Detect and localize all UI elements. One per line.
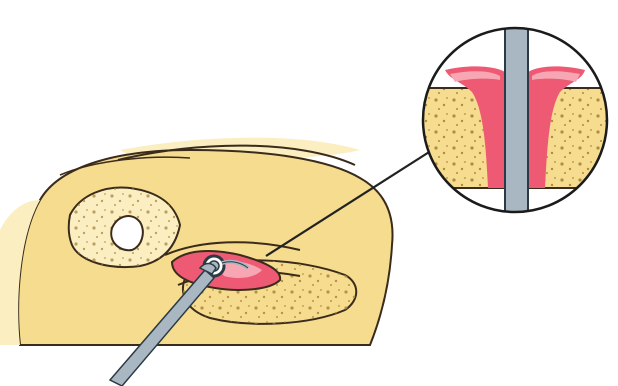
magnifier-callout-icon	[420, 25, 618, 215]
ossicle	[111, 216, 143, 250]
ear-tube-shaft	[505, 25, 528, 215]
ear-cross-section-icon	[0, 138, 393, 386]
